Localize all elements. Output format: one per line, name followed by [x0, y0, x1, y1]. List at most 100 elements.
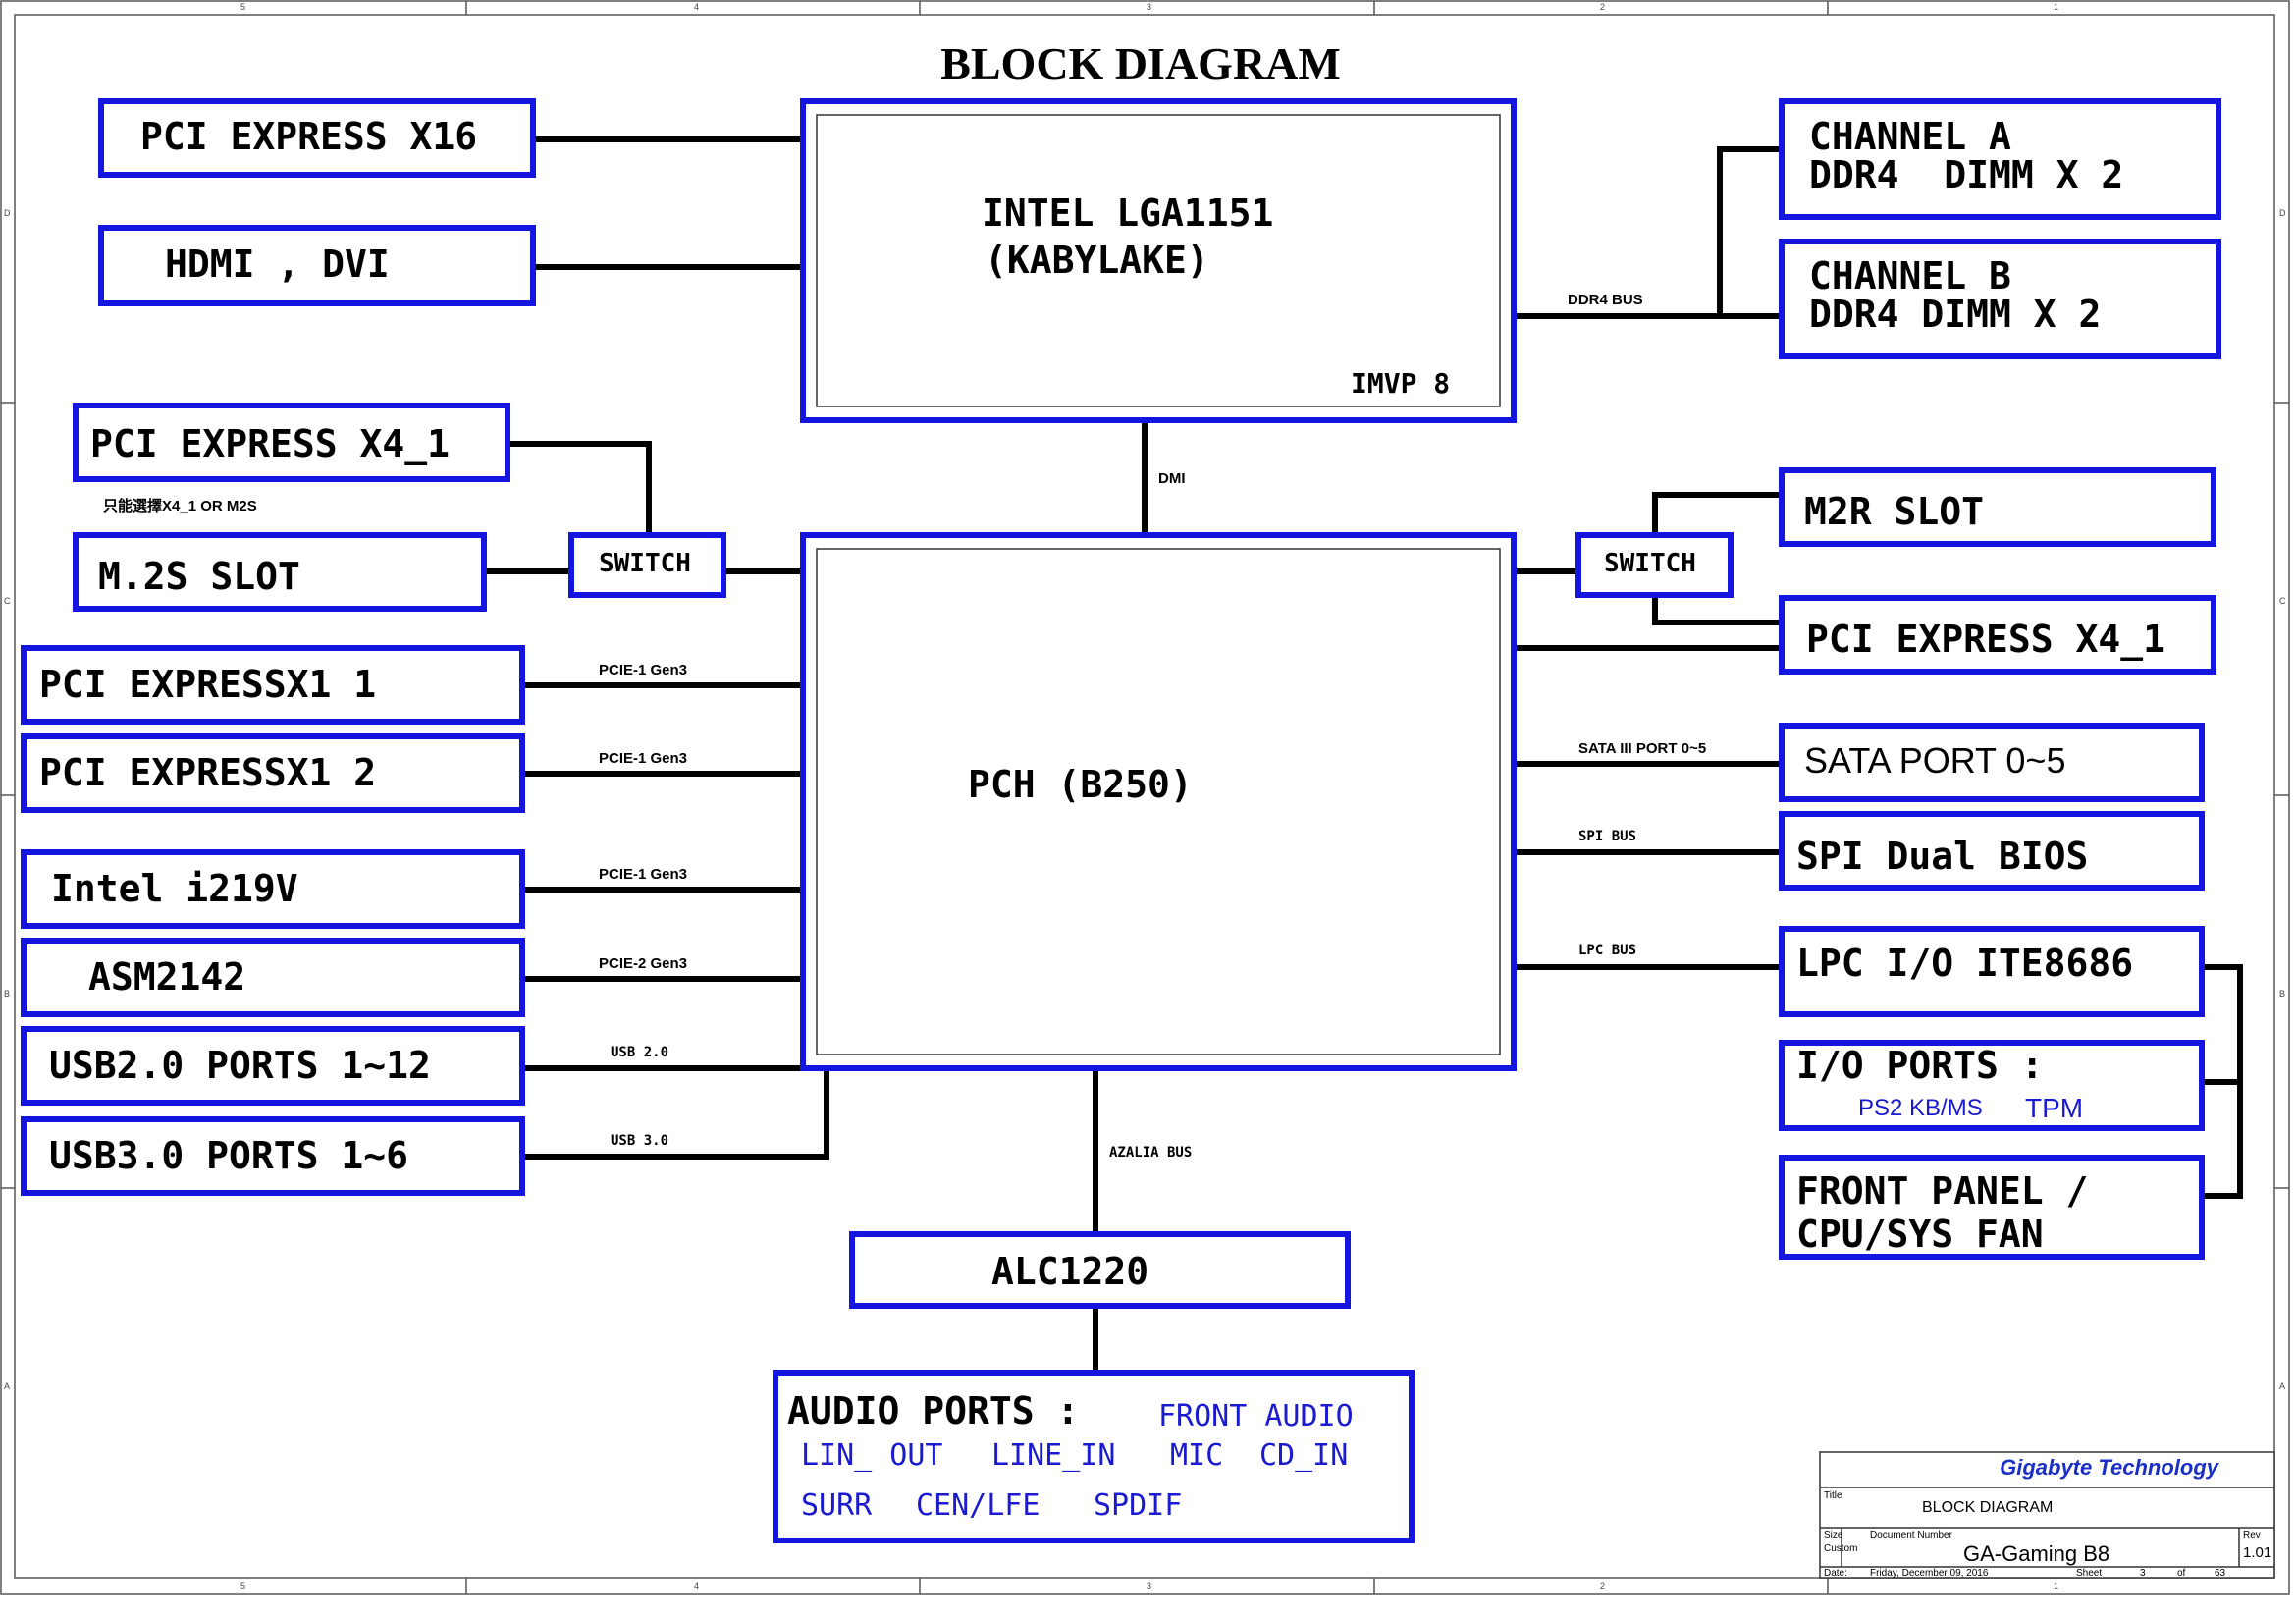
ddr4-bus-label: DDR4 BUS	[1568, 292, 1643, 308]
pcie1-gen3-label-b: PCIE-1 Gen3	[599, 750, 687, 767]
link-switch-m2r	[1652, 492, 1785, 538]
inner-boxes	[816, 114, 1501, 1055]
lpc-bus-label: LPC BUS	[1578, 943, 1636, 958]
box-cpu-inner	[816, 114, 1501, 407]
zone-bottom-1: 1	[2054, 1581, 2058, 1591]
bus-labels-mono: USB 2.0 USB 3.0 SPI BUS LPC BUS AZALIA B…	[611, 829, 1636, 1161]
title-field-label: Title	[1824, 1490, 1842, 1501]
connection-lines	[481, 136, 2243, 1376]
hdmi-dvi-label: HDMI , DVI	[165, 243, 390, 286]
box-switch-left	[568, 532, 726, 598]
rev-label: Rev	[2243, 1530, 2261, 1541]
title-field-value: BLOCK DIAGRAM	[1922, 1499, 2053, 1516]
box-hdmi-dvi	[98, 225, 536, 306]
sheet-number: 3	[2140, 1568, 2146, 1579]
sheet-total: 63	[2215, 1568, 2226, 1579]
io-ports-label: I/O PORTS :	[1796, 1044, 2044, 1087]
box-alc	[849, 1231, 1351, 1309]
box-asm	[21, 938, 525, 1017]
box-usb2	[21, 1026, 525, 1106]
box-pcie-x16	[98, 98, 536, 178]
channel-b-line2: DDR4 DIMM X 2	[1809, 293, 2101, 336]
pcie-x16-label: PCI EXPRESS X16	[140, 115, 477, 158]
dmi-label: DMI	[1158, 470, 1186, 487]
zone-bottom-2: 2	[1600, 1581, 1605, 1591]
front-audio-label: FRONT AUDIO	[1158, 1399, 1354, 1434]
sata-label: SATA PORT 0~5	[1804, 740, 2065, 781]
box-spi	[1779, 811, 2205, 891]
cen-lfe-label: CEN/LFE	[916, 1488, 1040, 1523]
io-sublabels: PS2 KB/MS TPM	[1858, 1093, 2083, 1123]
zone-top-3: 3	[1147, 2, 1151, 12]
link-usb3	[519, 1059, 829, 1160]
zone-bottom-5: 5	[240, 1581, 245, 1591]
switch-left-label: SWITCH	[599, 549, 691, 578]
box-sata	[1779, 723, 2205, 802]
box-m2s	[73, 532, 487, 612]
zone-left-C: C	[4, 596, 11, 606]
box-cpu	[800, 98, 1517, 423]
box-channel-b	[1779, 239, 2221, 359]
zone-left-A: A	[4, 1381, 10, 1391]
zone-top-1: 1	[2054, 2, 2058, 12]
box-pch	[800, 532, 1517, 1071]
spi-label: SPI Dual BIOS	[1796, 835, 2088, 878]
link-switch-pcie-x4-right	[1652, 592, 1785, 625]
rev-value: 1.01	[2243, 1544, 2271, 1561]
surr-label: SURR	[801, 1488, 873, 1523]
usb20-bus-label: USB 2.0	[611, 1045, 668, 1060]
block-boxes	[21, 98, 2221, 1543]
sheet-label: Sheet	[2076, 1568, 2102, 1579]
usb3-label: USB3.0 PORTS 1~6	[49, 1134, 408, 1177]
size-field-value: Custom	[1824, 1543, 1857, 1554]
zone-top-4: 4	[694, 2, 699, 12]
box-pch-inner	[816, 548, 1501, 1055]
company-name: Gigabyte Technology	[2000, 1455, 2220, 1480]
m2s-label: M.2S SLOT	[98, 555, 300, 598]
date-label: Date:	[1824, 1568, 1847, 1579]
box-m2r	[1779, 467, 2216, 547]
box-pcie-x1-2	[21, 733, 525, 813]
size-field-label: Size	[1824, 1530, 1843, 1541]
bus-labels: DDR4 BUS DMI PCIE-1 Gen3 PCIE-1 Gen3 PCI…	[599, 292, 1706, 972]
cpu-label-line1: INTEL LGA1151	[982, 191, 1273, 235]
pcie-x1-1-label: PCI EXPRESSX1 1	[39, 663, 376, 706]
doc-number-label: Document Number	[1870, 1530, 1953, 1541]
tpm-label: TPM	[2025, 1093, 2083, 1123]
pch-label: PCH (B250)	[968, 763, 1193, 806]
date-value: Friday, December 09, 2016	[1870, 1568, 1989, 1579]
pcie-x1-2-label: PCI EXPRESSX1 2	[39, 751, 376, 794]
doc-number-value: GA-Gaming B8	[1963, 1542, 2109, 1566]
zone-right-D: D	[2279, 208, 2286, 218]
cpu-label-line2: (KABYLAKE)	[985, 239, 1209, 282]
zone-left-D: D	[4, 208, 11, 218]
box-io-ports	[1779, 1040, 2205, 1131]
audio-port-labels: FRONT AUDIO LIN_ OUT LINE_IN MIC CD_IN S…	[801, 1399, 1354, 1523]
switch-right-label: SWITCH	[1604, 549, 1696, 578]
diagram-title: BLOCK DIAGRAM	[940, 38, 1341, 88]
zone-bottom-3: 3	[1147, 1581, 1151, 1591]
box-switch-right	[1575, 532, 1734, 598]
box-usb3	[21, 1116, 525, 1196]
frame-zone-labels: 5 4 3 2 1 5 4 3 2 1 D C B A D C B A	[4, 2, 2286, 1591]
spi-bus-label: SPI BUS	[1578, 829, 1636, 844]
azalia-bus-label: AZALIA BUS	[1109, 1145, 1192, 1161]
switch-note: 只能選擇X4_1 OR M2S	[103, 497, 257, 514]
spdif-label: SPDIF	[1094, 1488, 1182, 1523]
box-intel-lan	[21, 849, 525, 929]
cd-in-label: CD_IN	[1259, 1438, 1348, 1473]
line-out-label: LIN_ OUT	[801, 1438, 943, 1473]
box-pcie-x1-1	[21, 645, 525, 725]
zone-right-C: C	[2279, 596, 2286, 606]
audio-header: AUDIO PORTS :	[787, 1389, 1079, 1433]
pcie1-gen3-label-a: PCIE-1 Gen3	[599, 662, 687, 678]
box-pcie-x4-right	[1779, 595, 2216, 675]
pcie1-gen3-label-c: PCIE-1 Gen3	[599, 866, 687, 883]
zone-top-2: 2	[1600, 2, 1605, 12]
intel-lan-label: Intel i219V	[51, 867, 298, 910]
usb30-bus-label: USB 3.0	[611, 1133, 668, 1149]
title-block: Gigabyte Technology Title Size Custom Do…	[1819, 1451, 2275, 1579]
line-in-label: LINE_IN	[991, 1438, 1115, 1473]
